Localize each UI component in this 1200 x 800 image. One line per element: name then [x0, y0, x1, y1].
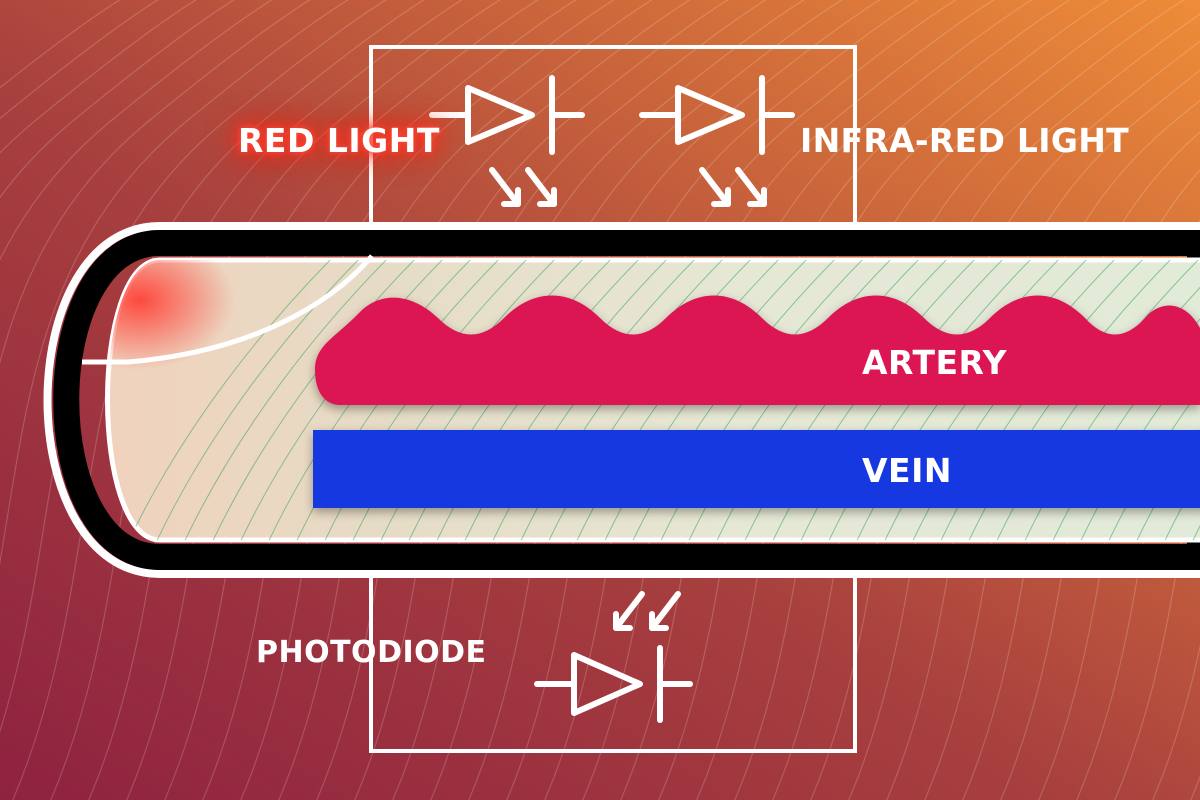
background-wave-line [582, 0, 995, 800]
background-wave-line [658, 0, 1071, 800]
tissue-texture-line [343, 260, 565, 540]
background-wave-line [544, 0, 957, 800]
background-wave-line [278, 0, 691, 800]
finger-skin-border [53, 230, 1200, 570]
tissue-texture-line [567, 260, 789, 540]
artery-vessel [315, 295, 1200, 405]
background-wave-line [392, 0, 805, 800]
tissue-texture-line [371, 260, 593, 540]
background-wave-line [0, 0, 235, 199]
red-light-glow [107, 260, 235, 370]
tissue-texture-line [147, 260, 369, 540]
background-wave-line [848, 40, 1200, 800]
red-light-label: RED LIGHT [238, 121, 440, 160]
fingernail [82, 254, 374, 365]
background-wave-line [1000, 169, 1200, 800]
tissue-texture-line [1015, 260, 1200, 540]
tissue-texture-line [959, 260, 1181, 540]
tissue-texture-line [679, 260, 901, 540]
tissue-texture-line [119, 260, 341, 540]
tissue-texture-lines [119, 260, 1200, 540]
tissue-texture-line [595, 260, 817, 540]
background-wave-line [1076, 293, 1200, 800]
tissue-texture-line [819, 260, 1041, 540]
tissue-texture-line [511, 260, 733, 540]
background-wave-line [886, 69, 1200, 800]
tissue-texture-line [455, 260, 677, 540]
background-wave-line [810, 13, 1200, 800]
tissue-texture-line [539, 260, 761, 540]
tissue-texture-line [763, 260, 985, 540]
background-wave-line [1114, 429, 1200, 800]
background-wave-line [696, 0, 1109, 800]
tissue-texture-line [287, 260, 509, 540]
background-wave-line [734, 0, 1147, 800]
tissue-texture-line [1071, 260, 1200, 540]
tissue-texture-line [1127, 260, 1200, 540]
background-wave-line [0, 0, 387, 733]
infrared-light-label: INFRA-RED LIGHT [800, 121, 1129, 160]
tissue-texture-line [847, 260, 1069, 540]
incoming-light-arrows-icon [613, 591, 681, 631]
vein-label: VEIN [862, 451, 952, 490]
tissue-texture-line [175, 260, 397, 540]
tissue-texture-line [791, 260, 1013, 540]
background-wave-line [468, 0, 881, 800]
background-wave-line [50, 0, 463, 800]
tissue-texture-line [623, 260, 845, 540]
tissue-texture-line [903, 260, 1125, 540]
background-wave-line [0, 0, 273, 261]
background-wave-line [0, 0, 349, 566]
background-wave-line [506, 0, 919, 800]
tissue-texture-line [875, 260, 1097, 540]
background-wave-line [1038, 219, 1200, 800]
background-wave-line [772, 0, 1185, 800]
tissue-texture-line [1043, 260, 1200, 540]
led-diode-icon [429, 75, 585, 155]
finger-outer-outline [43, 222, 1200, 578]
background-wave-line [88, 0, 501, 800]
background-wave-line [126, 0, 539, 800]
led-diode-icon [639, 75, 795, 155]
background-wave-line [12, 0, 425, 800]
tissue-texture-line [231, 260, 453, 540]
emission-arrows-icon [489, 167, 557, 207]
tissue-texture-line [707, 260, 929, 540]
background-wave-line [164, 0, 577, 800]
artery-label: ARTERY [862, 343, 1008, 382]
background-wave-line [430, 0, 843, 800]
tissue-texture-line [735, 260, 957, 540]
tissue-texture-line [203, 260, 425, 540]
background-wave-line [240, 0, 653, 800]
vein-vessel [313, 430, 1200, 508]
tissue-texture-line [987, 260, 1200, 540]
background-wave-line [0, 0, 311, 365]
emission-arrows-icon [699, 167, 767, 207]
background-wave-line [962, 131, 1200, 800]
background-wave-line [202, 0, 615, 800]
tissue-texture-line [931, 260, 1153, 540]
tissue-texture-line [1099, 260, 1200, 540]
photodiode-label: PHOTODIODE [256, 635, 487, 670]
tissue-texture-line [1155, 260, 1200, 540]
tissue-texture-line [315, 260, 537, 540]
background-wave-line [620, 0, 1033, 800]
photodiode-icon [534, 645, 693, 723]
background-wave-line [924, 99, 1200, 800]
tissue-texture-line [427, 260, 649, 540]
tissue-texture-line [483, 260, 705, 540]
tissue-texture-line [259, 260, 481, 540]
tissue-texture-line [651, 260, 873, 540]
tissue-texture-line [399, 260, 621, 540]
